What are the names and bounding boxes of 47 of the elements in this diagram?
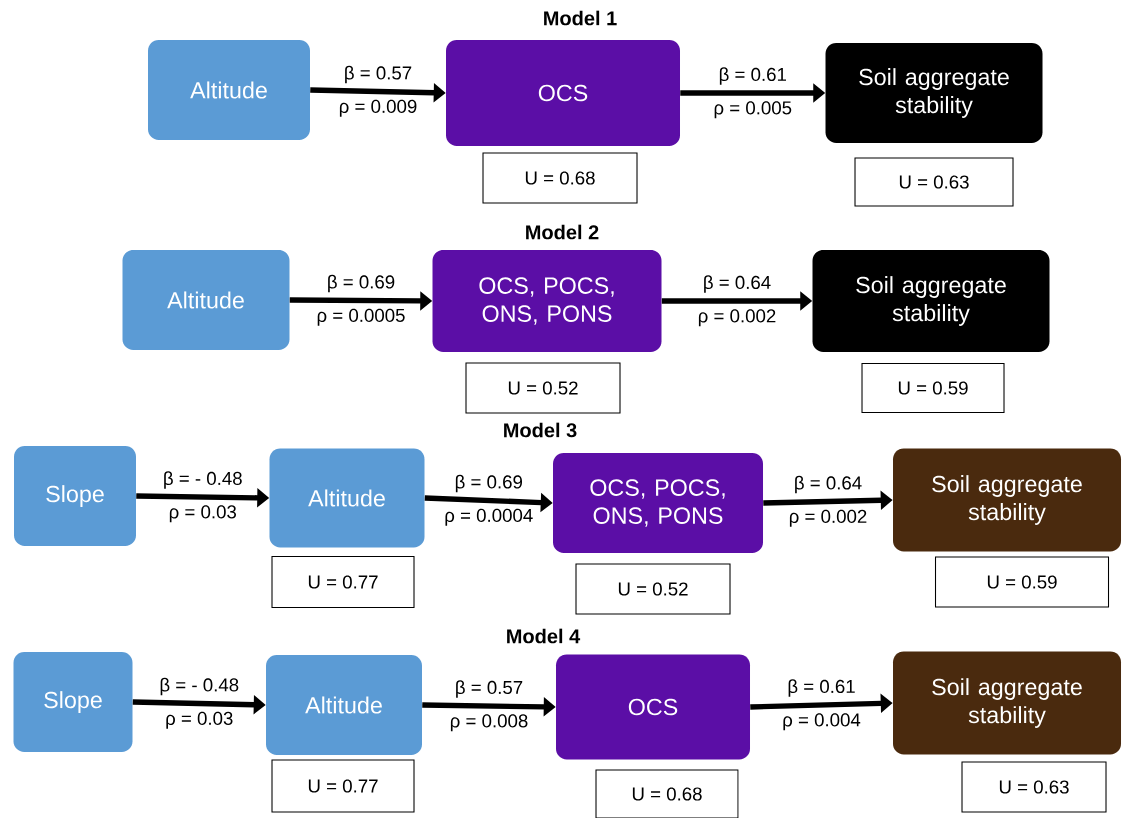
model-heading: Model 2 xyxy=(526,224,599,240)
value-box: U = 0.68 xyxy=(482,152,638,204)
p-value-label: ρ = 0.0004 xyxy=(445,508,533,526)
model-heading: Model 3 xyxy=(504,422,577,438)
variable-box: Altitude xyxy=(269,448,425,548)
variable-box: Slope xyxy=(14,446,136,546)
variable-box: Altitude xyxy=(148,40,310,140)
variable-box: OCS xyxy=(446,40,680,146)
variable-box: Slope xyxy=(13,652,133,752)
variable-box: Altitude xyxy=(266,655,422,755)
variable-box: OCS, POCS, ONS, PONS xyxy=(553,453,763,553)
variable-box: OCS, POCS, ONS, PONS xyxy=(432,250,662,352)
value-box: U = 0.52 xyxy=(465,362,621,414)
p-value-label: ρ = 0.005 xyxy=(714,101,792,119)
edge-label: β = 0.64 xyxy=(704,275,771,293)
variable-box: Soil aggregate stability xyxy=(893,448,1121,552)
p-value-label: ρ = 0.03 xyxy=(169,505,237,523)
edge-label: β = 0.61 xyxy=(788,679,855,697)
variable-box: OCS xyxy=(556,654,750,760)
p-value-label: ρ = 0.002 xyxy=(789,509,867,527)
variable-box: Soil aggregate stability xyxy=(825,43,1043,143)
edge-label: β = 0.64 xyxy=(795,475,862,494)
variable-box: Altitude xyxy=(122,250,290,350)
edge-label: β = - 0.48 xyxy=(160,677,239,696)
value-box: U = 0.77 xyxy=(271,759,415,813)
edge-label: β = 0.61 xyxy=(719,67,786,85)
edge-label: β = 0.57 xyxy=(345,65,412,84)
p-value-label: ρ = 0.002 xyxy=(698,309,776,327)
value-box: U = 0.59 xyxy=(934,556,1110,608)
value-box: U = 0.63 xyxy=(854,157,1014,207)
value-box: U = 0.77 xyxy=(271,555,415,609)
variable-box: Soil aggregate stability xyxy=(893,651,1121,755)
p-value-label: ρ = 0.008 xyxy=(450,714,528,732)
value-box: U = 0.52 xyxy=(575,563,731,615)
model-heading: Model 4 xyxy=(507,628,581,644)
value-box: U = 0.68 xyxy=(595,769,739,818)
edge-label: β = - 0.48 xyxy=(164,471,242,489)
p-value-label: ρ = 0.0005 xyxy=(317,308,405,326)
value-box: U = 0.63 xyxy=(961,761,1107,813)
edge-label: β = 0.69 xyxy=(328,274,395,293)
edge-label: β = 0.57 xyxy=(456,680,523,698)
p-value-label: ρ = 0.03 xyxy=(166,711,233,729)
variable-box: Soil aggregate stability xyxy=(812,250,1050,352)
p-value-label: ρ = 0.009 xyxy=(339,99,417,117)
p-value-label: ρ = 0.004 xyxy=(783,713,861,731)
value-box: U = 0.59 xyxy=(861,362,1005,414)
edge-label: β = 0.69 xyxy=(455,474,522,493)
